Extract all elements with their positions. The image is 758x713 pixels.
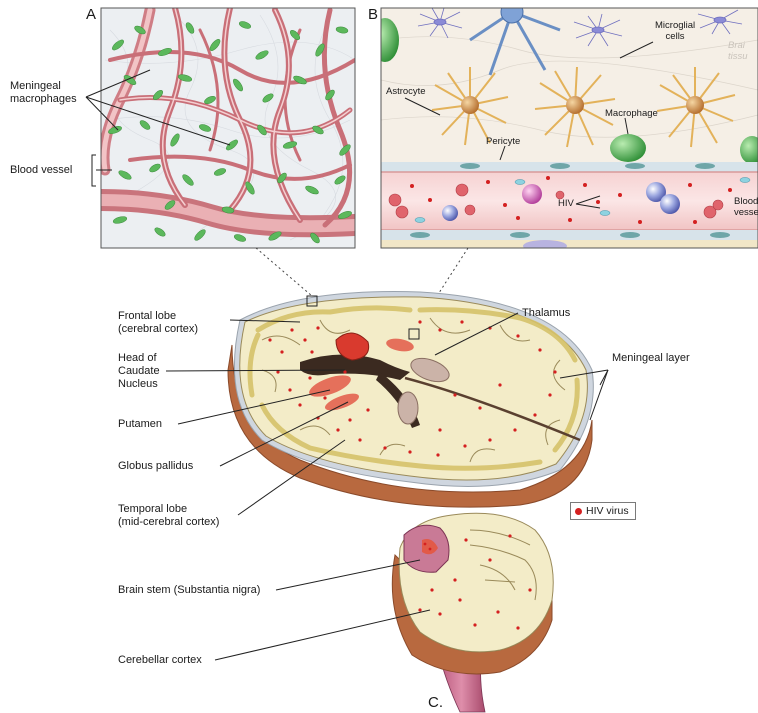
microglial-cells-label: Microglial cells [655, 20, 695, 42]
brain-tissue-partial-label: Brai tissu [728, 40, 748, 62]
thalamus-label: Thalamus [522, 307, 570, 320]
macrophage-cell [610, 134, 646, 162]
brain-slice [228, 292, 593, 508]
pericyte-label: Pericyte [486, 136, 520, 147]
meningeal-macrophages-label: Meningeal macrophages [10, 80, 77, 106]
head-of-caudate-label: Head of Caudate Nucleus [118, 352, 160, 391]
panel-b-illustration [371, 1, 758, 252]
legend: HIV virus [570, 502, 636, 520]
frontal-lobe-label: Frontal lobe (cerebral cortex) [118, 310, 198, 336]
cerebellar-cortex-label: Cerebellar cortex [118, 654, 202, 667]
putamen-label: Putamen [118, 418, 162, 431]
blood-vessel-label: Blood vessel [10, 164, 72, 177]
hiv-label: HIV [558, 198, 574, 209]
legend-label: HIV virus [586, 505, 629, 517]
blood-vessel-partial-label: Blood vessel [734, 196, 758, 218]
meningeal-layer-label: Meningeal layer [612, 352, 690, 365]
macrophage-label: Macrophage [605, 108, 658, 119]
hiv-virus-legend-swatch [575, 508, 582, 515]
panel-b-letter: B [368, 6, 378, 23]
globus-pallidus-label: Globus pallidus [118, 460, 193, 473]
panel-a-letter: A [86, 6, 96, 23]
astrocyte-label: Astrocyte [386, 86, 426, 97]
panel-c-letter: C. [428, 694, 443, 711]
brain-stem-label: Brain stem (Substantia nigra) [118, 584, 260, 597]
panel-a-illustration [101, 8, 355, 248]
temporal-lobe-label: Temporal lobe (mid-cerebral cortex) [118, 503, 219, 529]
